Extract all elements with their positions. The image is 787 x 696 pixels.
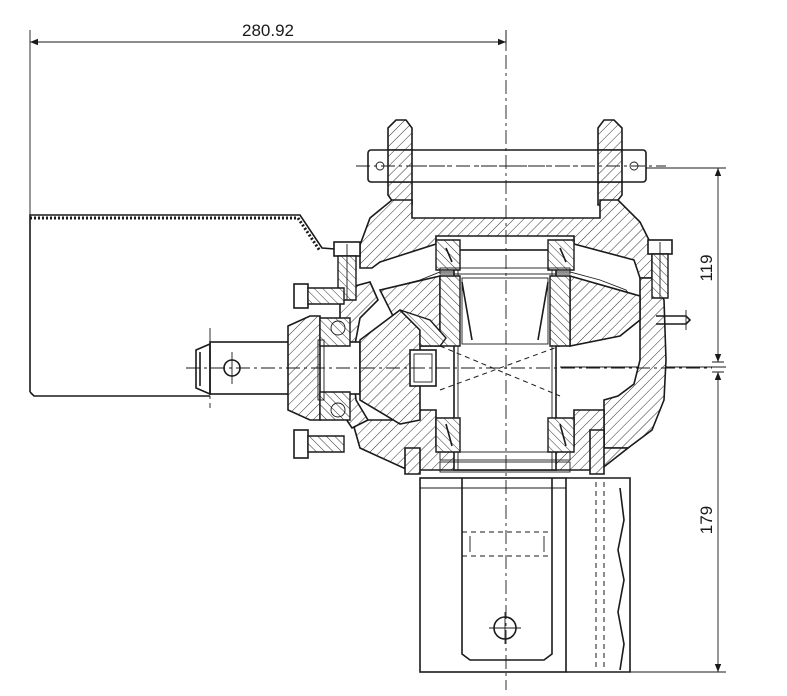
width-dimension-label: 280.92 — [242, 21, 294, 40]
input-shaft — [195, 341, 361, 396]
lower-height-label: 179 — [697, 506, 716, 534]
width-dimension: 280.92 — [29, 21, 507, 225]
blade-holder — [566, 477, 631, 673]
bolt-flange-bottom — [293, 429, 345, 459]
output-shaft — [461, 478, 553, 661]
pinion-gear — [359, 308, 447, 425]
upper-bearing — [435, 239, 575, 275]
shroud-cover — [29, 214, 349, 397]
output-housing — [419, 477, 567, 673]
upper-height-label: 119 — [697, 254, 716, 281]
centerlines — [186, 30, 712, 690]
bolt-upper-right — [647, 239, 673, 299]
vertical-shaft — [453, 249, 557, 471]
lower-bearing — [435, 417, 575, 473]
bolt-flange-top — [293, 283, 345, 309]
breather-plug — [656, 310, 692, 330]
bolt-upper-left — [333, 241, 361, 301]
